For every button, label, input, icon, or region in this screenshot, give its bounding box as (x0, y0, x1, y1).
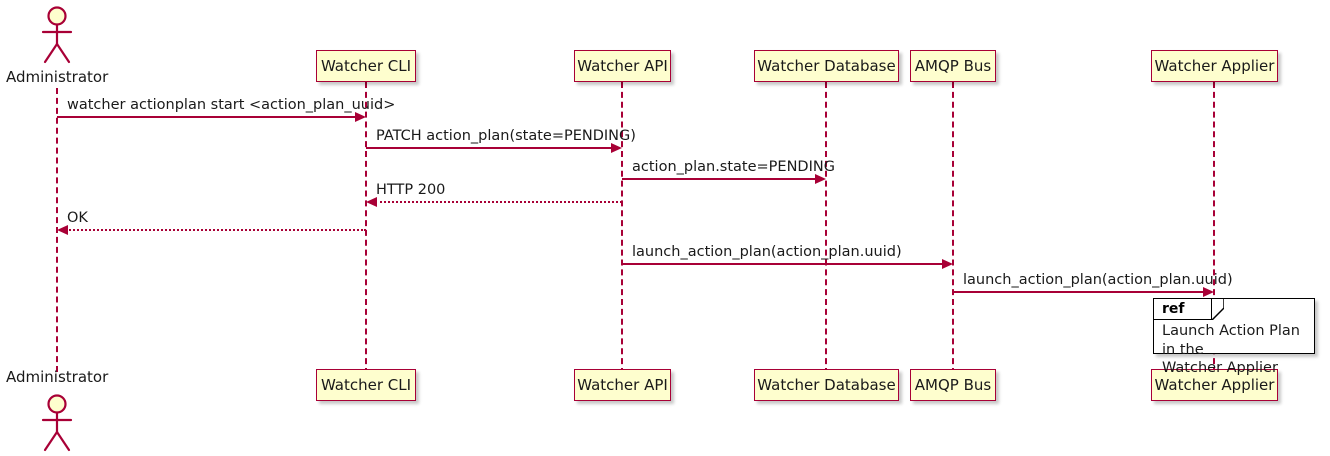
lifeline-watcher-applier (1213, 82, 1215, 374)
ref-fragment-text-line: Launch Action Plan in the (1162, 323, 1300, 358)
message-line-3 (375, 201, 622, 203)
actor-administrator-bottom[interactable] (34, 394, 80, 454)
participant-label: Watcher API (577, 56, 668, 75)
message-arrowhead-2 (815, 174, 826, 184)
ref-keyword-tab: ref (1154, 299, 1212, 320)
participant-box-amqp-bus-top[interactable]: AMQP Bus (910, 50, 996, 82)
message-arrowhead-4 (57, 225, 68, 235)
participant-box-watcher-database-bottom[interactable]: Watcher Database (754, 369, 899, 401)
message-arrowhead-1 (611, 143, 622, 153)
participant-label: Watcher Applier (1154, 56, 1275, 75)
participant-box-watcher-cli-bottom[interactable]: Watcher CLI (316, 369, 416, 401)
participant-box-watcher-api-top[interactable]: Watcher API (574, 50, 671, 82)
participant-label: AMQP Bus (914, 375, 992, 394)
message-line-5 (622, 263, 944, 265)
actor-label-administrator-bottom: Administrator (6, 368, 109, 386)
message-line-4 (66, 229, 366, 231)
message-line-0 (57, 116, 357, 118)
actor-label-administrator-top: Administrator (6, 68, 109, 86)
lifeline-amqp-bus (952, 82, 954, 374)
participant-label: Watcher Database (757, 56, 896, 75)
message-label-4: OK (67, 210, 88, 226)
participant-label: Watcher API (577, 375, 668, 394)
message-label-2: action_plan.state=PENDING (632, 159, 835, 175)
participant-label: AMQP Bus (914, 56, 992, 75)
message-label-3: HTTP 200 (376, 182, 446, 198)
message-arrowhead-6 (1203, 287, 1214, 297)
message-label-1: PATCH action_plan(state=PENDING) (376, 128, 636, 144)
message-arrowhead-0 (355, 112, 366, 122)
message-line-1 (366, 147, 613, 149)
participant-box-watcher-api-bottom[interactable]: Watcher API (574, 369, 671, 401)
message-label-5: launch_action_plan(action_plan.uuid) (632, 244, 902, 260)
message-label-6: launch_action_plan(action_plan.uuid) (963, 272, 1233, 288)
ref-tab-fold (1211, 299, 1225, 321)
message-label-0: watcher actionplan start <action_plan_uu… (67, 97, 396, 113)
participant-label: Watcher CLI (320, 56, 412, 75)
actor-administrator-top[interactable] (34, 6, 80, 66)
ref-fragment-text-line: Watcher Applier (1162, 360, 1278, 377)
participant-box-watcher-applier-bottom[interactable]: Watcher Applier (1151, 369, 1278, 401)
participant-label: Watcher Applier (1154, 375, 1275, 394)
participant-box-watcher-cli-top[interactable]: Watcher CLI (316, 50, 416, 82)
message-line-6 (953, 291, 1205, 293)
participant-box-watcher-applier-top[interactable]: Watcher Applier (1151, 50, 1278, 82)
message-arrowhead-3 (366, 197, 377, 207)
lifeline-watcher-cli (365, 82, 367, 374)
lifeline-watcher-database (825, 82, 827, 374)
message-arrowhead-5 (942, 259, 953, 269)
message-line-2 (622, 178, 817, 180)
lifeline-watcher-api (621, 82, 623, 374)
participant-box-watcher-database-top[interactable]: Watcher Database (754, 50, 899, 82)
participant-box-amqp-bus-bottom[interactable]: AMQP Bus (910, 369, 996, 401)
participant-label: Watcher Database (757, 375, 896, 394)
participant-label: Watcher CLI (320, 375, 412, 394)
